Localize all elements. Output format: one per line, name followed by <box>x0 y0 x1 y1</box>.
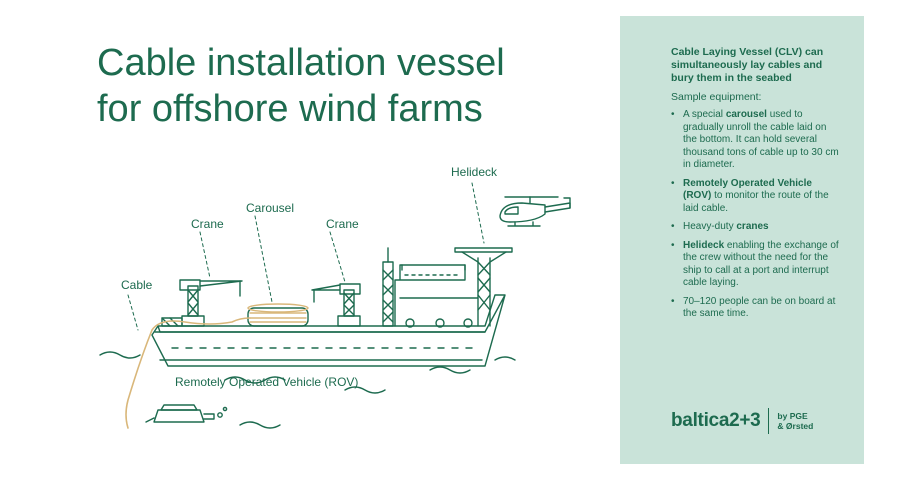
helicopter-tail-fin <box>563 197 571 209</box>
wave-middle <box>224 376 286 384</box>
leader-helideck <box>471 182 485 244</box>
wave-left <box>99 351 141 359</box>
list-item: A special carousel used to gradually unr… <box>671 109 842 172</box>
crane-left-jib <box>199 280 243 287</box>
wave-bottom <box>239 421 281 429</box>
crane-left-cab <box>179 279 201 291</box>
leader-cable <box>127 294 139 331</box>
porthole-2 <box>435 318 445 328</box>
list-item: Remotely Operated Vehicle (ROV) to monit… <box>671 178 842 216</box>
equipment-list: A special carousel used to gradually unr… <box>671 109 842 321</box>
list-item: 70–120 people can be on board at the sam… <box>671 296 842 321</box>
superstructure-roof <box>401 264 466 271</box>
mast-lattice <box>382 269 394 323</box>
label-crane-left: Crane <box>191 217 224 231</box>
label-rov: Remotely Operated Vehicle (ROV) <box>175 375 358 389</box>
page-title: Cable installation vessel for offshore w… <box>97 40 597 132</box>
wave-far-right <box>494 356 516 361</box>
vessel-illustration: Cable Crane Carousel Crane Helideck Remo… <box>99 165 571 429</box>
rov-body <box>153 409 205 423</box>
helicopter-body <box>499 202 546 223</box>
logo-divider <box>768 408 770 434</box>
rov-tether <box>145 417 155 423</box>
porthole-3 <box>463 318 473 328</box>
wave-right-1 <box>429 366 471 374</box>
helideck-platform <box>454 247 513 253</box>
wave-right-2 <box>344 386 386 394</box>
rov-top <box>160 404 198 411</box>
crane-right-base <box>337 315 361 327</box>
helicopter-tail <box>544 202 571 213</box>
label-crane-right: Crane <box>326 217 359 231</box>
logo-byline: by PGE & Ørsted <box>777 411 814 431</box>
rov-bubble-1 <box>217 412 223 418</box>
crane-right-jib <box>311 284 341 291</box>
leader-carousel <box>254 215 273 303</box>
helideck-lattice <box>477 261 491 311</box>
baltica-logo: baltica2+3 by PGE & Ørsted <box>671 408 813 434</box>
crane-right-lattice <box>343 292 355 316</box>
ship-hull <box>151 294 506 367</box>
list-item: Heavy-duty cranes <box>671 221 842 234</box>
label-carousel: Carousel <box>246 201 294 215</box>
helideck-leg-right <box>489 251 507 263</box>
helideck-leg-left <box>461 251 479 263</box>
panel-heading: Cable Laying Vessel (CLV) can simultaneo… <box>671 46 824 84</box>
leader-crane-right <box>329 231 346 283</box>
label-helideck: Helideck <box>451 165 498 179</box>
superstructure <box>394 264 466 327</box>
rov-thruster <box>203 413 215 420</box>
helicopter-skids <box>507 221 541 227</box>
list-item: Helideck enabling the exchange of the cr… <box>671 240 842 290</box>
carousel-top <box>247 303 309 313</box>
title-line-1: Cable installation vessel <box>97 42 505 84</box>
rov-bubble-2 <box>222 406 228 412</box>
cable-line <box>125 317 251 429</box>
carousel-drum <box>247 307 309 327</box>
crane-right-cab <box>339 283 361 295</box>
porthole-1 <box>405 318 415 328</box>
crane-left-lattice <box>187 289 199 316</box>
logo-wordmark: baltica2+3 <box>671 410 761 431</box>
leader-crane-left <box>199 231 211 279</box>
info-panel: Cable Laying Vessel (CLV) can simultaneo… <box>620 16 864 464</box>
title-line-2: for offshore wind farms <box>97 88 483 130</box>
panel-intro: Sample equipment: <box>671 91 762 103</box>
helicopter-window <box>504 206 519 215</box>
label-cable: Cable <box>121 278 153 292</box>
